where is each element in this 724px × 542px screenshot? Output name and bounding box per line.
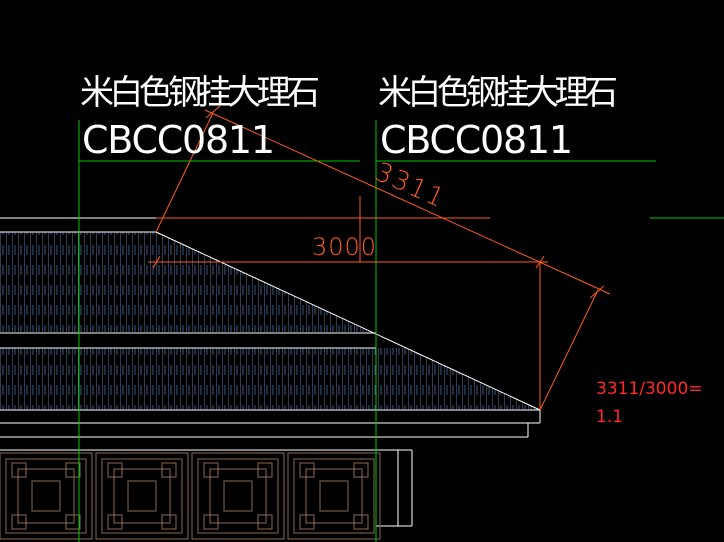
material-code-left: CBCC0811 [82,118,278,162]
dimension-lines [148,105,611,411]
ratio-note-line2: 1.1 [596,407,623,427]
lattice-rect [287,452,381,540]
lattice-rect [191,452,285,540]
lattice-rect [161,514,177,530]
material-code-right: CBCC0811 [380,118,576,162]
lattice-rect [257,462,273,478]
lattice-rect [353,462,369,478]
lattice-rect [65,514,81,530]
lattice-rect [65,462,81,478]
lattice-rect [223,480,253,512]
lattice-rect [127,480,157,512]
lattice-rect [113,468,171,524]
dimension-slope-text: 3311 [370,157,450,215]
roof-hatch-area [0,232,540,410]
dimension-horizontal-text: 3000 [312,233,377,261]
lattice-rect [95,452,189,540]
lattice-rect [11,462,27,478]
lattice-rect [31,480,61,512]
lattice-rect [0,452,93,540]
lattice-rect [101,458,183,534]
lattice-rect [257,514,273,530]
lattice-rect [17,468,75,524]
lattice-rect [203,514,219,530]
material-label-right: 米白色钢挂大理石 [378,73,618,113]
reference-lines [78,120,724,542]
lattice-rect [299,514,315,530]
lattice-rect [161,462,177,478]
lattice-rect [353,514,369,530]
lattice-rect [11,514,27,530]
lattice-rect [197,458,279,534]
lattice-rect [107,514,123,530]
material-label-left: 米白色钢挂大理石 [80,73,320,113]
lattice-rect [5,458,87,534]
lattice-rect [293,458,375,534]
lattice-rect [319,480,349,512]
lattice-rect [107,462,123,478]
lattice-rect [209,468,267,524]
lattice-screen [0,452,381,540]
lattice-rect [305,468,363,524]
ratio-note-line1: 3311/3000= [596,379,703,399]
lattice-rect [203,462,219,478]
lattice-rect [299,462,315,478]
